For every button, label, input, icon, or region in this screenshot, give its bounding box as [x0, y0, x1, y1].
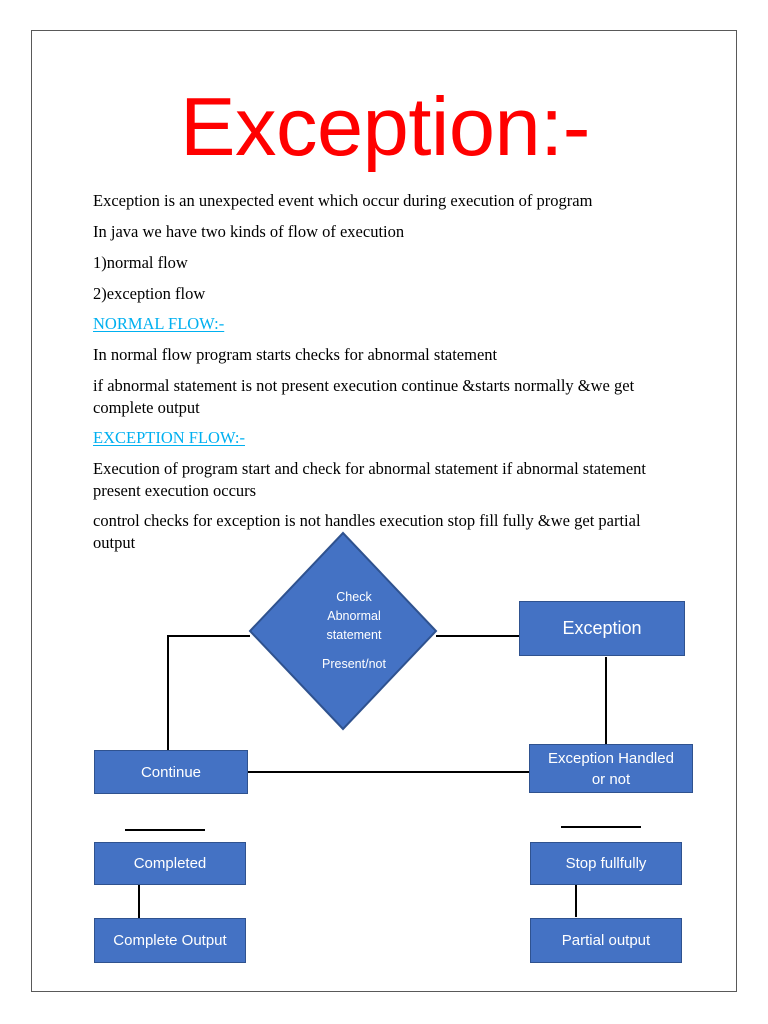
connector-continue-to-handled	[247, 771, 529, 773]
paragraph-exception-flow-2: control checks for exception is not hand…	[93, 511, 641, 552]
decision-node-text: Check Abnormal statement Present/not	[248, 531, 438, 731]
decision-line-4: Present/not	[322, 657, 386, 671]
node-complete-output[interactable]: Complete Output	[94, 918, 246, 963]
paragraph-exception-flow-1: Execution of program start and check for…	[93, 459, 647, 500]
node-stop-fullfully[interactable]: Stop fullfully	[530, 842, 682, 885]
connector-stub-stop-fullfully	[561, 826, 641, 828]
connector-decision-to-continue-vertical	[167, 635, 169, 752]
list-item-normal-flow: 1)normal flow	[93, 253, 188, 272]
connector-stub-completed	[125, 829, 205, 831]
exception-flow-diagram: Check Abnormal statement Present/not Exc…	[32, 31, 738, 993]
list-item-exception-flow: 2)exception flow	[93, 284, 206, 303]
connector-stop-to-partial-output	[575, 884, 577, 917]
decision-line-3: statement	[326, 628, 382, 642]
section-heading-exception-flow: EXCEPTION FLOW:-	[93, 428, 245, 447]
node-exception-handled-line-2: or not	[591, 770, 631, 788]
paragraph-intro-2: In java we have two kinds of flow of exe…	[93, 222, 405, 241]
node-exception-handled-or-not[interactable]: Exception Handled or not	[529, 744, 693, 793]
paragraph-intro-1: Exception is an unexpected event which o…	[93, 191, 593, 210]
section-heading-normal-flow: NORMAL FLOW:-	[93, 314, 225, 333]
decision-node-check-abnormal-statement[interactable]: Check Abnormal statement Present/not	[248, 531, 438, 731]
node-exception[interactable]: Exception	[519, 601, 685, 656]
node-completed[interactable]: Completed	[94, 842, 246, 885]
decision-line-2: Abnormal	[327, 609, 381, 623]
document-page: Exception:- Exception is an unexpected e…	[31, 30, 737, 992]
connector-completed-to-output	[138, 885, 140, 918]
paragraph-normal-flow-1: In normal flow program starts checks for…	[93, 345, 498, 364]
decision-line-1: Check	[336, 590, 372, 604]
connector-exception-to-handled	[605, 657, 607, 746]
connector-decision-to-exception	[436, 635, 530, 637]
paragraph-normal-flow-2: if abnormal statement is not present exe…	[93, 376, 635, 417]
page-title: Exception:-	[180, 80, 590, 173]
connector-decision-to-continue-horizontal	[167, 635, 250, 637]
diamond-shape-icon	[248, 531, 438, 731]
node-continue[interactable]: Continue	[94, 750, 248, 794]
node-partial-output[interactable]: Partial output	[530, 918, 682, 963]
node-exception-handled-line-1: Exception Handled	[548, 749, 674, 767]
